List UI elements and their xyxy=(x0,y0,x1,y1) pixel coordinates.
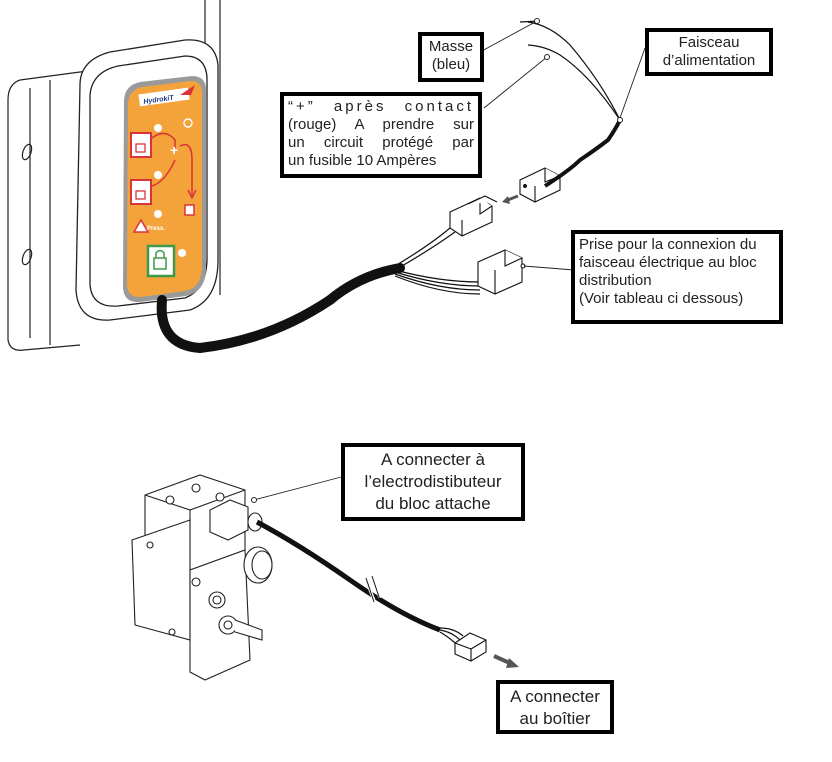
valve-plug xyxy=(454,632,487,662)
label-line: (Voir tableau ci dessous) xyxy=(579,290,744,307)
label-line: A connecter à xyxy=(381,450,485,469)
label-connecter-boitier: A connecter au boîtier xyxy=(496,680,614,734)
label-line: l’electrodistibuteur xyxy=(364,472,502,491)
control-panel: HydrokiT + Press. xyxy=(123,76,206,303)
unlock-button-1 xyxy=(130,132,152,158)
connector-female xyxy=(519,167,561,203)
label-line: “+” après contact xyxy=(288,98,474,115)
label-line: (bleu) xyxy=(431,56,471,73)
label-line: (rouge) A prendre sur xyxy=(288,116,474,133)
valve-block xyxy=(131,474,273,681)
distribution-plug xyxy=(477,249,526,295)
leader-lines xyxy=(253,20,646,501)
label-line: du bloc attache xyxy=(375,494,491,513)
svg-text:+: + xyxy=(170,142,178,158)
brand-logo: HydrokiT xyxy=(143,95,175,106)
label-line: d’alimentation xyxy=(662,52,756,69)
label-line: Prise pour la connexion du xyxy=(579,236,757,253)
label-line: au boîtier xyxy=(519,709,591,728)
main-cable xyxy=(156,263,405,354)
label-line: Masse xyxy=(428,38,474,55)
valve-cable xyxy=(255,519,441,633)
label-masse: Masse (bleu) xyxy=(418,32,484,82)
label-line: faisceau électrique au bloc xyxy=(579,254,757,271)
label-line: distribution xyxy=(579,272,652,289)
label-line: un fusible 10 Ampères xyxy=(288,152,437,169)
label-line: A connecter xyxy=(510,687,600,706)
harness-wires xyxy=(394,227,481,295)
unlock-button-2 xyxy=(130,179,152,205)
connector-male xyxy=(449,195,498,237)
label-line: Faisceau xyxy=(678,34,740,51)
power-harness xyxy=(543,119,622,188)
label-electrodistributeur: A connecter à l’electrodistibuteur du bl… xyxy=(341,443,525,521)
press-label: Press. xyxy=(147,226,165,232)
label-prise-connexion: Prise pour la connexion du faisceau élec… xyxy=(571,230,783,324)
label-faisceau-alimentation: Faisceau d’alimentation xyxy=(645,28,773,76)
label-plus-apres-contact: “+” après contact (rouge) A prendre sur … xyxy=(280,92,482,178)
label-line: un circuit protégé par xyxy=(288,134,474,151)
